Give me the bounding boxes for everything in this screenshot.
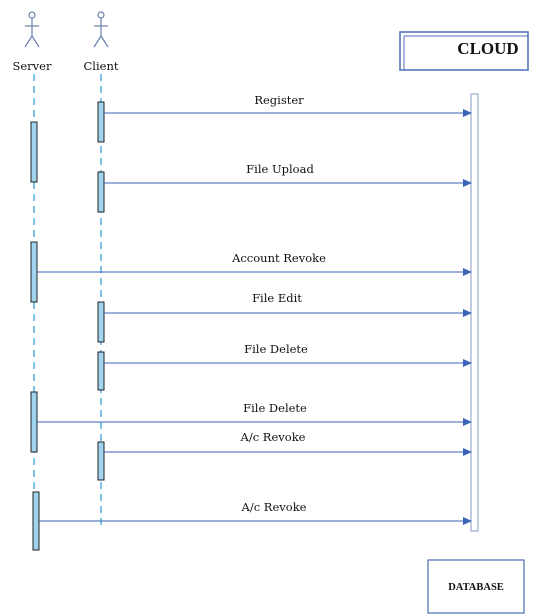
arrowhead-icon <box>463 517 472 525</box>
message-register: Register <box>104 93 472 117</box>
arrowhead-icon <box>463 268 472 276</box>
message-account-revoke: Account Revoke <box>37 251 472 276</box>
client-activation-bar <box>97 441 105 481</box>
cloud-activation-bar <box>470 93 479 532</box>
message-label: Account Revoke <box>231 251 326 265</box>
arrowhead-icon <box>463 179 472 187</box>
cloud-box: CLOUD <box>399 31 529 71</box>
actor-server-label: Server <box>13 59 52 73</box>
message-file-edit: File Edit <box>104 291 472 317</box>
message-ac-revoke-client: A/c Revoke <box>104 430 472 456</box>
server-activation-bar <box>32 491 40 551</box>
actor-server: Server <box>13 11 52 73</box>
arrowhead-icon <box>463 309 472 317</box>
client-activations <box>97 101 105 481</box>
cloud-label: CLOUD <box>457 39 518 58</box>
client-activation-bar <box>97 171 105 213</box>
client-activation-bar <box>97 101 105 143</box>
actor-client-label: Client <box>84 59 119 73</box>
server-activation-bar <box>30 121 38 183</box>
arrowhead-icon <box>463 359 472 367</box>
message-label: A/c Revoke <box>240 430 306 444</box>
actor-client: Client <box>84 11 119 73</box>
message-file-delete-server: File Delete <box>37 401 472 426</box>
message-file-upload: File Upload <box>104 162 472 187</box>
server-activation-bar <box>30 391 38 453</box>
stick-figure-icon <box>24 11 40 48</box>
client-activation-bar <box>97 351 105 391</box>
message-file-delete-client: File Delete <box>104 342 472 367</box>
message-label: File Edit <box>252 291 302 305</box>
client-activation-bar <box>97 301 105 343</box>
message-ac-revoke-server: A/c Revoke <box>39 500 472 525</box>
message-label: File Upload <box>246 162 314 176</box>
database-label: DATABASE <box>448 582 504 593</box>
server-activation-bar <box>30 241 38 303</box>
arrowhead-icon <box>463 109 472 117</box>
message-label: File Delete <box>244 342 308 356</box>
stick-figure-icon <box>93 11 109 48</box>
database-box: DATABASE <box>427 559 525 614</box>
arrowhead-icon <box>463 448 472 456</box>
message-label: File Delete <box>243 401 307 415</box>
message-label: Register <box>254 93 304 107</box>
message-label: A/c Revoke <box>241 500 307 514</box>
arrowhead-icon <box>463 418 472 426</box>
